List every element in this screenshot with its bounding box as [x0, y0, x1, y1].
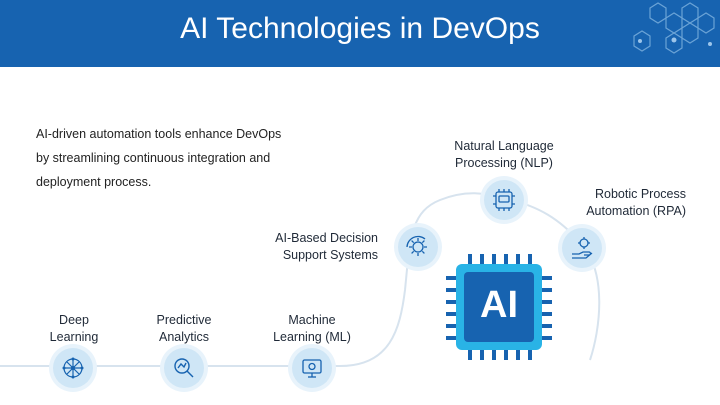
node-nlp [484, 180, 524, 220]
label-line1: Natural Language [454, 139, 554, 153]
label-line1: Machine [288, 313, 336, 327]
node-label-deep-learning: Deep Learning [42, 312, 106, 346]
neural-network-icon [62, 357, 84, 379]
label-line1: Predictive [156, 313, 212, 327]
chip-chat-icon [493, 189, 515, 211]
label-line2: Processing (NLP) [455, 156, 553, 170]
label-line2: Analytics [158, 330, 210, 344]
label-line1: AI-Based Decision [275, 231, 378, 245]
node-label-rpa: Robotic Process Automation (RPA) [574, 186, 686, 220]
node-label-nlp: Natural Language Processing (NLP) [438, 138, 570, 172]
computer-gear-icon [302, 359, 322, 378]
node-rpa [562, 228, 602, 268]
node-deep-learning [53, 348, 93, 388]
node-machine-learning [292, 348, 332, 388]
analytics-magnifier-icon [174, 358, 194, 378]
node-label-machine-learning: Machine Learning (ML) [264, 312, 360, 346]
intro-text: AI-driven automation tools enhance DevOp… [36, 127, 282, 189]
gear-cycle-icon [406, 235, 427, 256]
label-line2: Learning [49, 330, 99, 344]
page-title: AI Technologies in DevOps [180, 12, 540, 45]
node-label-predictive-analytics: Predictive Analytics [148, 312, 220, 346]
label-line2: Automation (RPA) [586, 204, 686, 218]
hexagon-pattern-icon [633, 2, 715, 54]
robot-hand-icon [572, 237, 593, 259]
label-line1: Robotic Process [594, 187, 686, 201]
header-bar: AI Technologies in DevOps [0, 0, 720, 67]
ai-chip: AI [446, 254, 552, 360]
node-predictive-analytics [164, 348, 204, 388]
node-decision-support [398, 227, 438, 267]
node-label-decision-support: AI-Based Decision Support Systems [252, 230, 378, 264]
ai-chip-label: AI [480, 284, 518, 326]
ai-chip-icon [446, 254, 552, 360]
label-line2: Learning (ML) [273, 330, 351, 344]
label-line2: Support Systems [282, 248, 378, 262]
label-line1: Deep [59, 313, 89, 327]
